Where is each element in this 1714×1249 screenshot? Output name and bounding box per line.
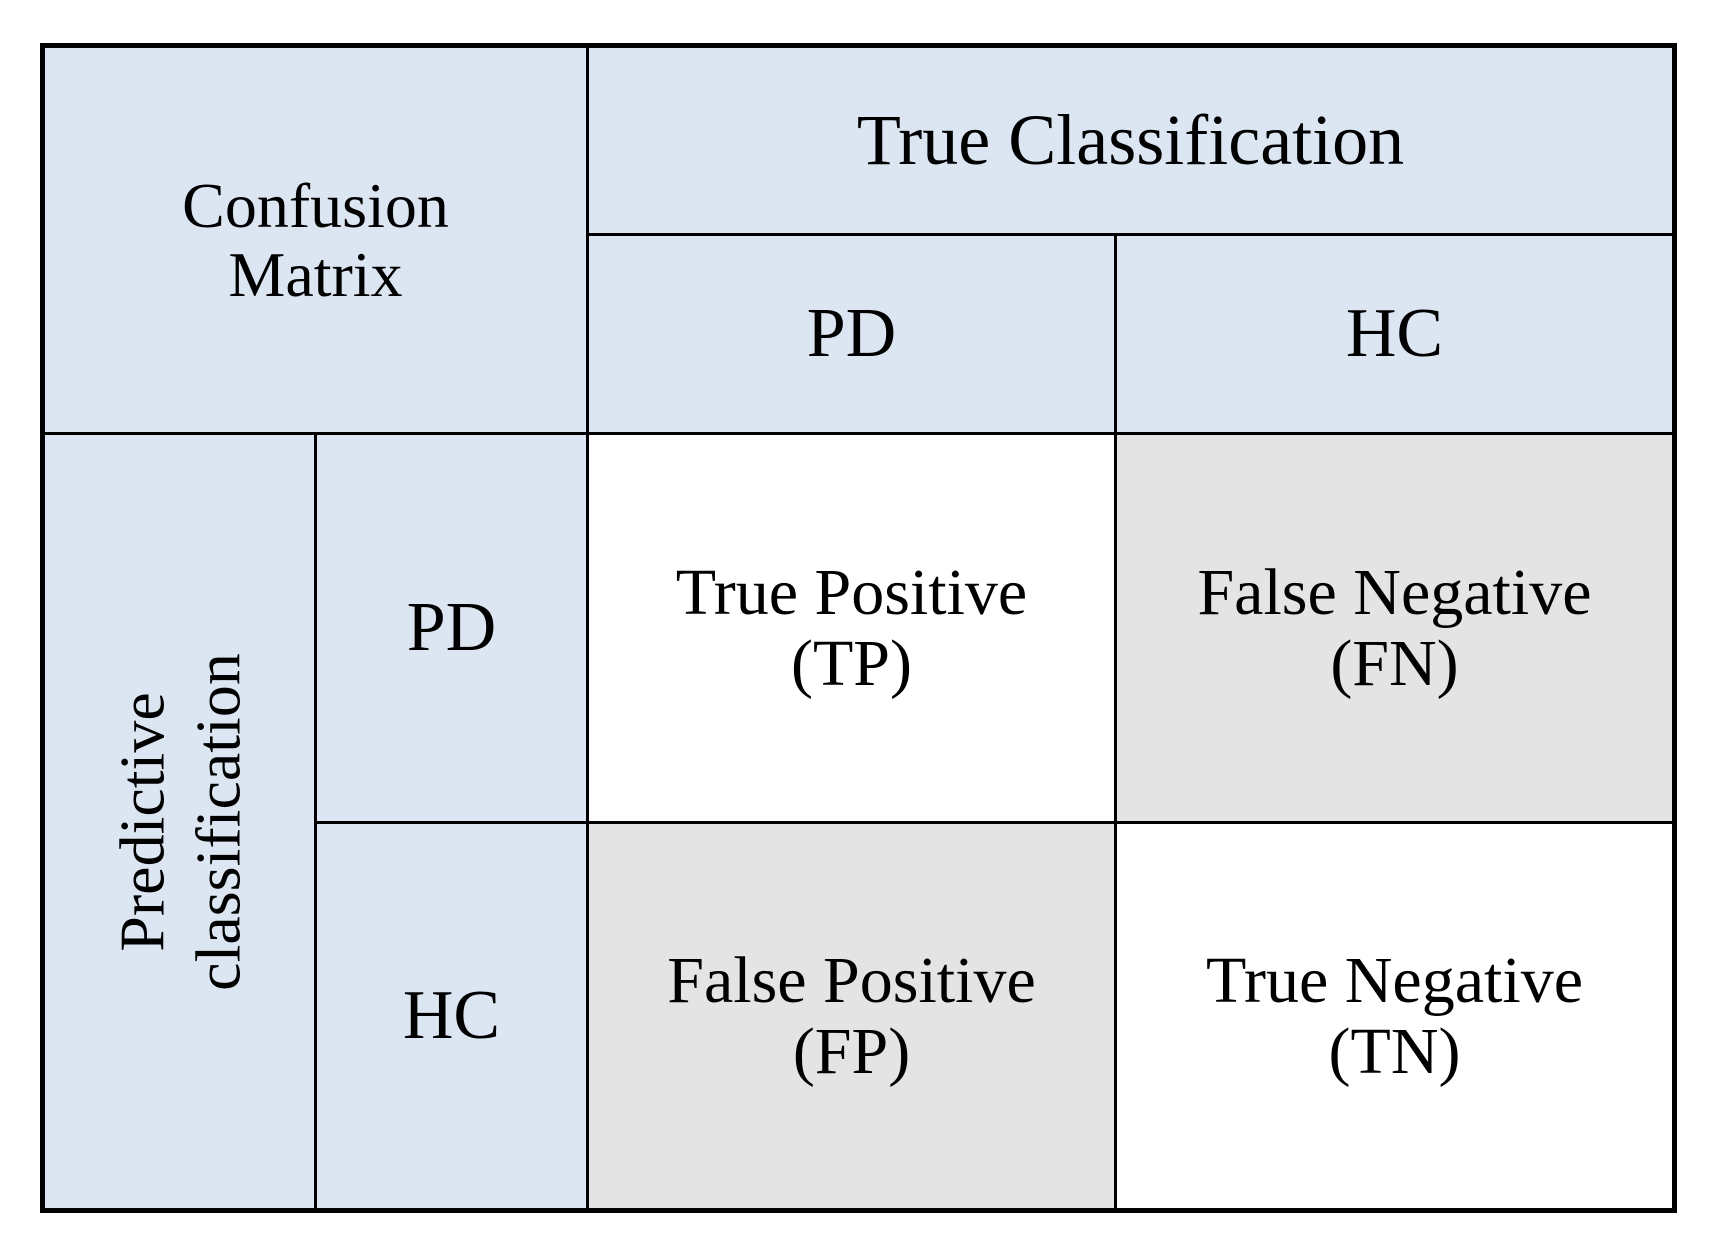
cell-true-negative-name: True Negative [1206,943,1583,1017]
table-header-row-group: Confusion Matrix True Classification [41,44,1676,435]
column-header-pd: PD [586,233,1117,435]
confusion-matrix-table: Confusion Matrix True Classification PD … [40,43,1677,1213]
corner-title-line-1: Confusion [182,169,449,241]
row-group-header-line-2: classification [181,652,253,991]
row-header-hc: HC [314,821,589,1212]
cell-false-positive-abbrev: (FP) [792,1015,911,1088]
cell-true-positive: True Positive (TP) [586,432,1117,824]
cell-false-negative-abbrev: (FN) [1330,627,1459,700]
cell-false-positive: False Positive (FP) [586,821,1117,1212]
cell-false-positive-name: False Positive [667,943,1036,1017]
cell-true-positive-abbrev: (TP) [791,627,912,700]
cell-true-negative-abbrev: (TN) [1328,1015,1461,1088]
column-header-hc: HC [1114,233,1676,435]
row-header-pd: PD [314,432,589,824]
column-group-header-cell: True Classification [586,44,1676,236]
row-group-header-line-1: Predictive [105,691,177,952]
table-row-hc: HC False Positive (FP) True Negative (TN… [43,821,1676,1212]
corner-title-line-2: Matrix [228,239,403,310]
cell-false-negative: False Negative (FN) [1114,432,1676,824]
corner-title-cell: Confusion Matrix [41,44,589,435]
row-group-header-label: Predictive classification [104,653,255,991]
table-header-row-columns: PD HC [43,233,1676,435]
row-group-header-cell: Predictive classification [41,432,317,1212]
cell-true-negative: True Negative (TN) [1114,821,1676,1212]
cell-false-negative-name: False Negative [1197,555,1592,629]
cell-true-positive-name: True Positive [675,555,1028,629]
table-row-pd: Predictive classification PD True Positi… [41,432,1676,1212]
